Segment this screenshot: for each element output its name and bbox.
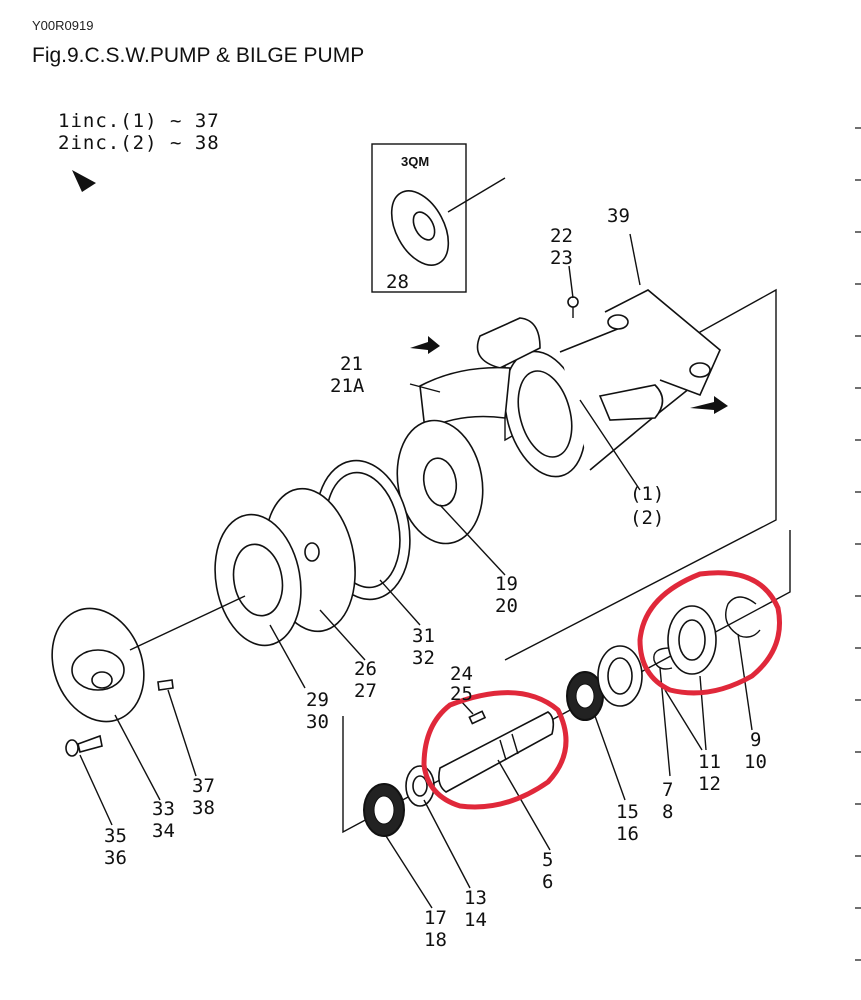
- label-15: 15: [616, 801, 639, 823]
- label-8: 8: [662, 801, 673, 823]
- red-circle-bearing: [637, 570, 782, 696]
- label-33: 33: [152, 798, 175, 820]
- label-17: 17: [424, 907, 447, 929]
- red-markup-annotations: [421, 570, 782, 810]
- label-22: 22: [550, 225, 573, 247]
- part-17-seal: [363, 783, 405, 837]
- part-37-pin: [157, 679, 174, 691]
- label-23: 23: [550, 247, 573, 269]
- label-21a: 21A: [330, 375, 365, 397]
- part-7-circlip: [653, 647, 673, 670]
- inset-label: 3QM: [401, 154, 429, 169]
- label-26: 26: [354, 658, 377, 680]
- label-6: 6: [542, 871, 553, 893]
- label-32: 32: [412, 647, 435, 669]
- label-28: 28: [386, 271, 409, 293]
- label-24: 24: [450, 663, 473, 685]
- label-12: 12: [698, 773, 721, 795]
- label-34: 34: [152, 820, 175, 842]
- figure-title: Fig.9.C.S.W.PUMP & BILGE PUMP: [32, 44, 365, 67]
- pump-body: [410, 289, 728, 478]
- label-7: 7: [662, 779, 673, 801]
- label-14: 14: [464, 909, 487, 931]
- label-27: 27: [354, 680, 377, 702]
- label-18: 18: [424, 929, 447, 951]
- inset-3qm: 3QM 28: [371, 143, 506, 293]
- label-16: 16: [616, 823, 639, 845]
- label-5: 5: [542, 849, 553, 871]
- label-13: 13: [464, 887, 487, 909]
- label-19: 19: [495, 573, 518, 595]
- label-21: 21: [340, 353, 363, 375]
- part-19-impeller: [396, 419, 484, 545]
- label-37: 37: [192, 775, 215, 797]
- label-10: 10: [744, 751, 767, 773]
- part-11-bearing-b: [667, 605, 717, 675]
- label-35: 35: [104, 825, 127, 847]
- label-30: 30: [306, 711, 329, 733]
- inclusion-note-line-2: 2inc.(2) ~ 38: [58, 132, 220, 154]
- label-29: 29: [306, 689, 329, 711]
- label-36: 36: [104, 847, 127, 869]
- part-31-gasket: [315, 459, 411, 601]
- label-11: 11: [698, 751, 721, 773]
- part-5-shaft: [438, 710, 555, 793]
- callout-labels: 22 23 39 21 21A (1) (2) 19 20 31 32 26 2…: [104, 205, 767, 951]
- label-2: (2): [630, 507, 664, 529]
- part-29-gasket: [214, 513, 302, 647]
- label-9: 9: [750, 729, 761, 751]
- direction-arrow-icon: [72, 170, 96, 192]
- label-20: 20: [495, 595, 518, 617]
- inclusion-note-line-1: 1inc.(1) ~ 37: [58, 110, 220, 132]
- part-9-snap-ring: [725, 596, 761, 638]
- label-1: (1): [630, 483, 664, 505]
- label-38: 38: [192, 797, 215, 819]
- label-25: 25: [450, 683, 473, 705]
- part-35-screw: [65, 734, 103, 757]
- document-code: Y00R0919: [32, 18, 94, 33]
- leader-lines: [79, 233, 753, 909]
- label-39: 39: [607, 205, 630, 227]
- label-31: 31: [412, 625, 435, 647]
- page-edge-ticks: [855, 127, 861, 961]
- part-33-cover: [51, 595, 246, 723]
- part-11-bearing-a: [597, 645, 643, 707]
- red-circle-shaft: [421, 690, 569, 810]
